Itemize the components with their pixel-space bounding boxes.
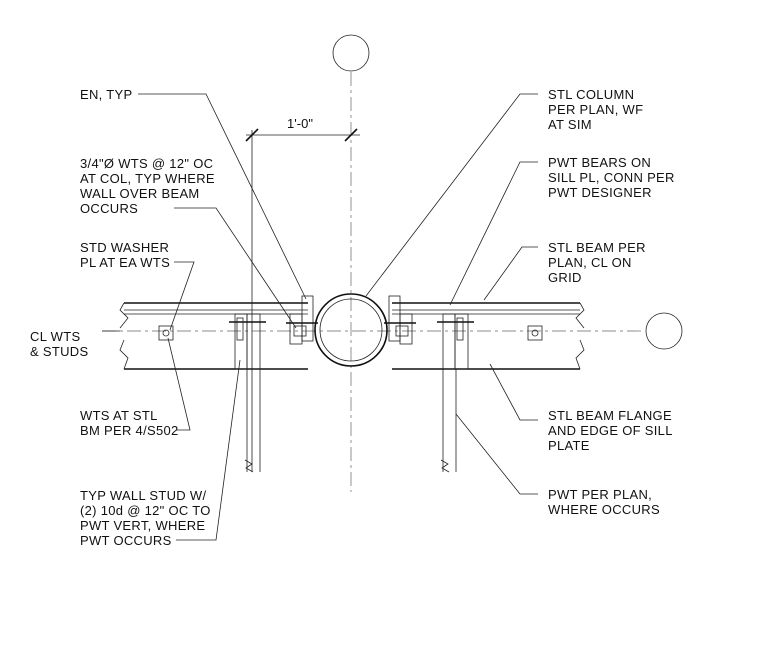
note-washer: STD WASHER PL AT EA WTS [80, 240, 173, 270]
wts-washer-left [158, 325, 174, 341]
steel-beam-left [119, 302, 308, 370]
note-pwt-line: PWT PER PLAN, [548, 487, 652, 502]
grid-bubble-top [332, 34, 370, 72]
dimension-text: 1'-0" [287, 116, 313, 131]
note-beam: STL BEAM PER PLAN, CL ON GRID [548, 240, 650, 285]
note-column: STL COLUMN PER PLAN, WF AT SIM [548, 87, 647, 132]
column-studs-right [384, 295, 416, 345]
note-wts-stl-line: BM PER 4/S502 [80, 423, 179, 438]
note-en: EN, TYP [80, 87, 132, 102]
note-pwt: PWT PER PLAN, WHERE OCCURS [548, 487, 660, 517]
note-wts-line: OCCURS [80, 201, 138, 216]
note-wall-stud-line: PWT VERT, WHERE [80, 518, 205, 533]
grid-markers [102, 34, 683, 492]
note-column-line: AT SIM [548, 117, 592, 132]
note-wts: 3/4"Ø WTS @ 12" OC AT COL, TYP WHERE WAL… [80, 156, 219, 216]
note-wts-line: WALL OVER BEAM [80, 186, 200, 201]
note-beam-line: STL BEAM PER [548, 240, 646, 255]
wall-studs-right [437, 313, 474, 473]
column-studs-left [286, 295, 318, 345]
wts-washer-right [527, 325, 543, 341]
dimension-tick-right [344, 128, 358, 142]
grid-bubble-right [645, 312, 683, 350]
note-wts-stl-line: WTS AT STL [80, 408, 157, 423]
note-en-line: EN, TYP [80, 87, 132, 102]
note-flange-line: PLATE [548, 438, 590, 453]
note-beam-line: GRID [548, 270, 582, 285]
note-pwt-bears: PWT BEARS ON SILL PL, CONN PER PWT DESIG… [548, 155, 679, 200]
note-wall-stud-line: PWT OCCURS [80, 533, 172, 548]
note-wts-line: 3/4"Ø WTS @ 12" OC [80, 156, 213, 171]
wall-studs-left [229, 313, 266, 473]
note-pwt-bears-line: PWT DESIGNER [548, 185, 652, 200]
note-wts-line: AT COL, TYP WHERE [80, 171, 215, 186]
note-pwt-bears-line: SILL PL, CONN PER [548, 170, 675, 185]
leader-lines [102, 93, 538, 541]
note-pwt-line: WHERE OCCURS [548, 502, 660, 517]
note-pwt-bears-line: PWT BEARS ON [548, 155, 651, 170]
note-wall-stud-line: TYP WALL STUD W/ [80, 488, 206, 503]
dimension-string: 1'-0" [245, 116, 360, 472]
dimension-tick-left [245, 128, 259, 142]
note-cl-wts-line: & STUDS [30, 344, 88, 359]
note-cl-wts-line: CL WTS [30, 329, 80, 344]
note-wts-stl: WTS AT STL BM PER 4/S502 [80, 408, 179, 438]
note-flange-line: AND EDGE OF SILL [548, 423, 672, 438]
note-column-line: STL COLUMN [548, 87, 634, 102]
note-washer-line: STD WASHER [80, 240, 169, 255]
note-cl-wts: CL WTS & STUDS [30, 329, 88, 359]
note-flange: STL BEAM FLANGE AND EDGE OF SILL PLATE [548, 408, 676, 453]
note-flange-line: STL BEAM FLANGE [548, 408, 672, 423]
steel-column [314, 293, 388, 367]
steel-beam-right [392, 302, 585, 370]
note-column-line: PER PLAN, WF [548, 102, 643, 117]
note-beam-line: PLAN, CL ON [548, 255, 632, 270]
note-wall-stud-line: (2) 10d @ 12" OC TO [80, 503, 211, 518]
note-wall-stud: TYP WALL STUD W/ (2) 10d @ 12" OC TO PWT… [80, 488, 215, 548]
note-washer-line: PL AT EA WTS [80, 255, 170, 270]
